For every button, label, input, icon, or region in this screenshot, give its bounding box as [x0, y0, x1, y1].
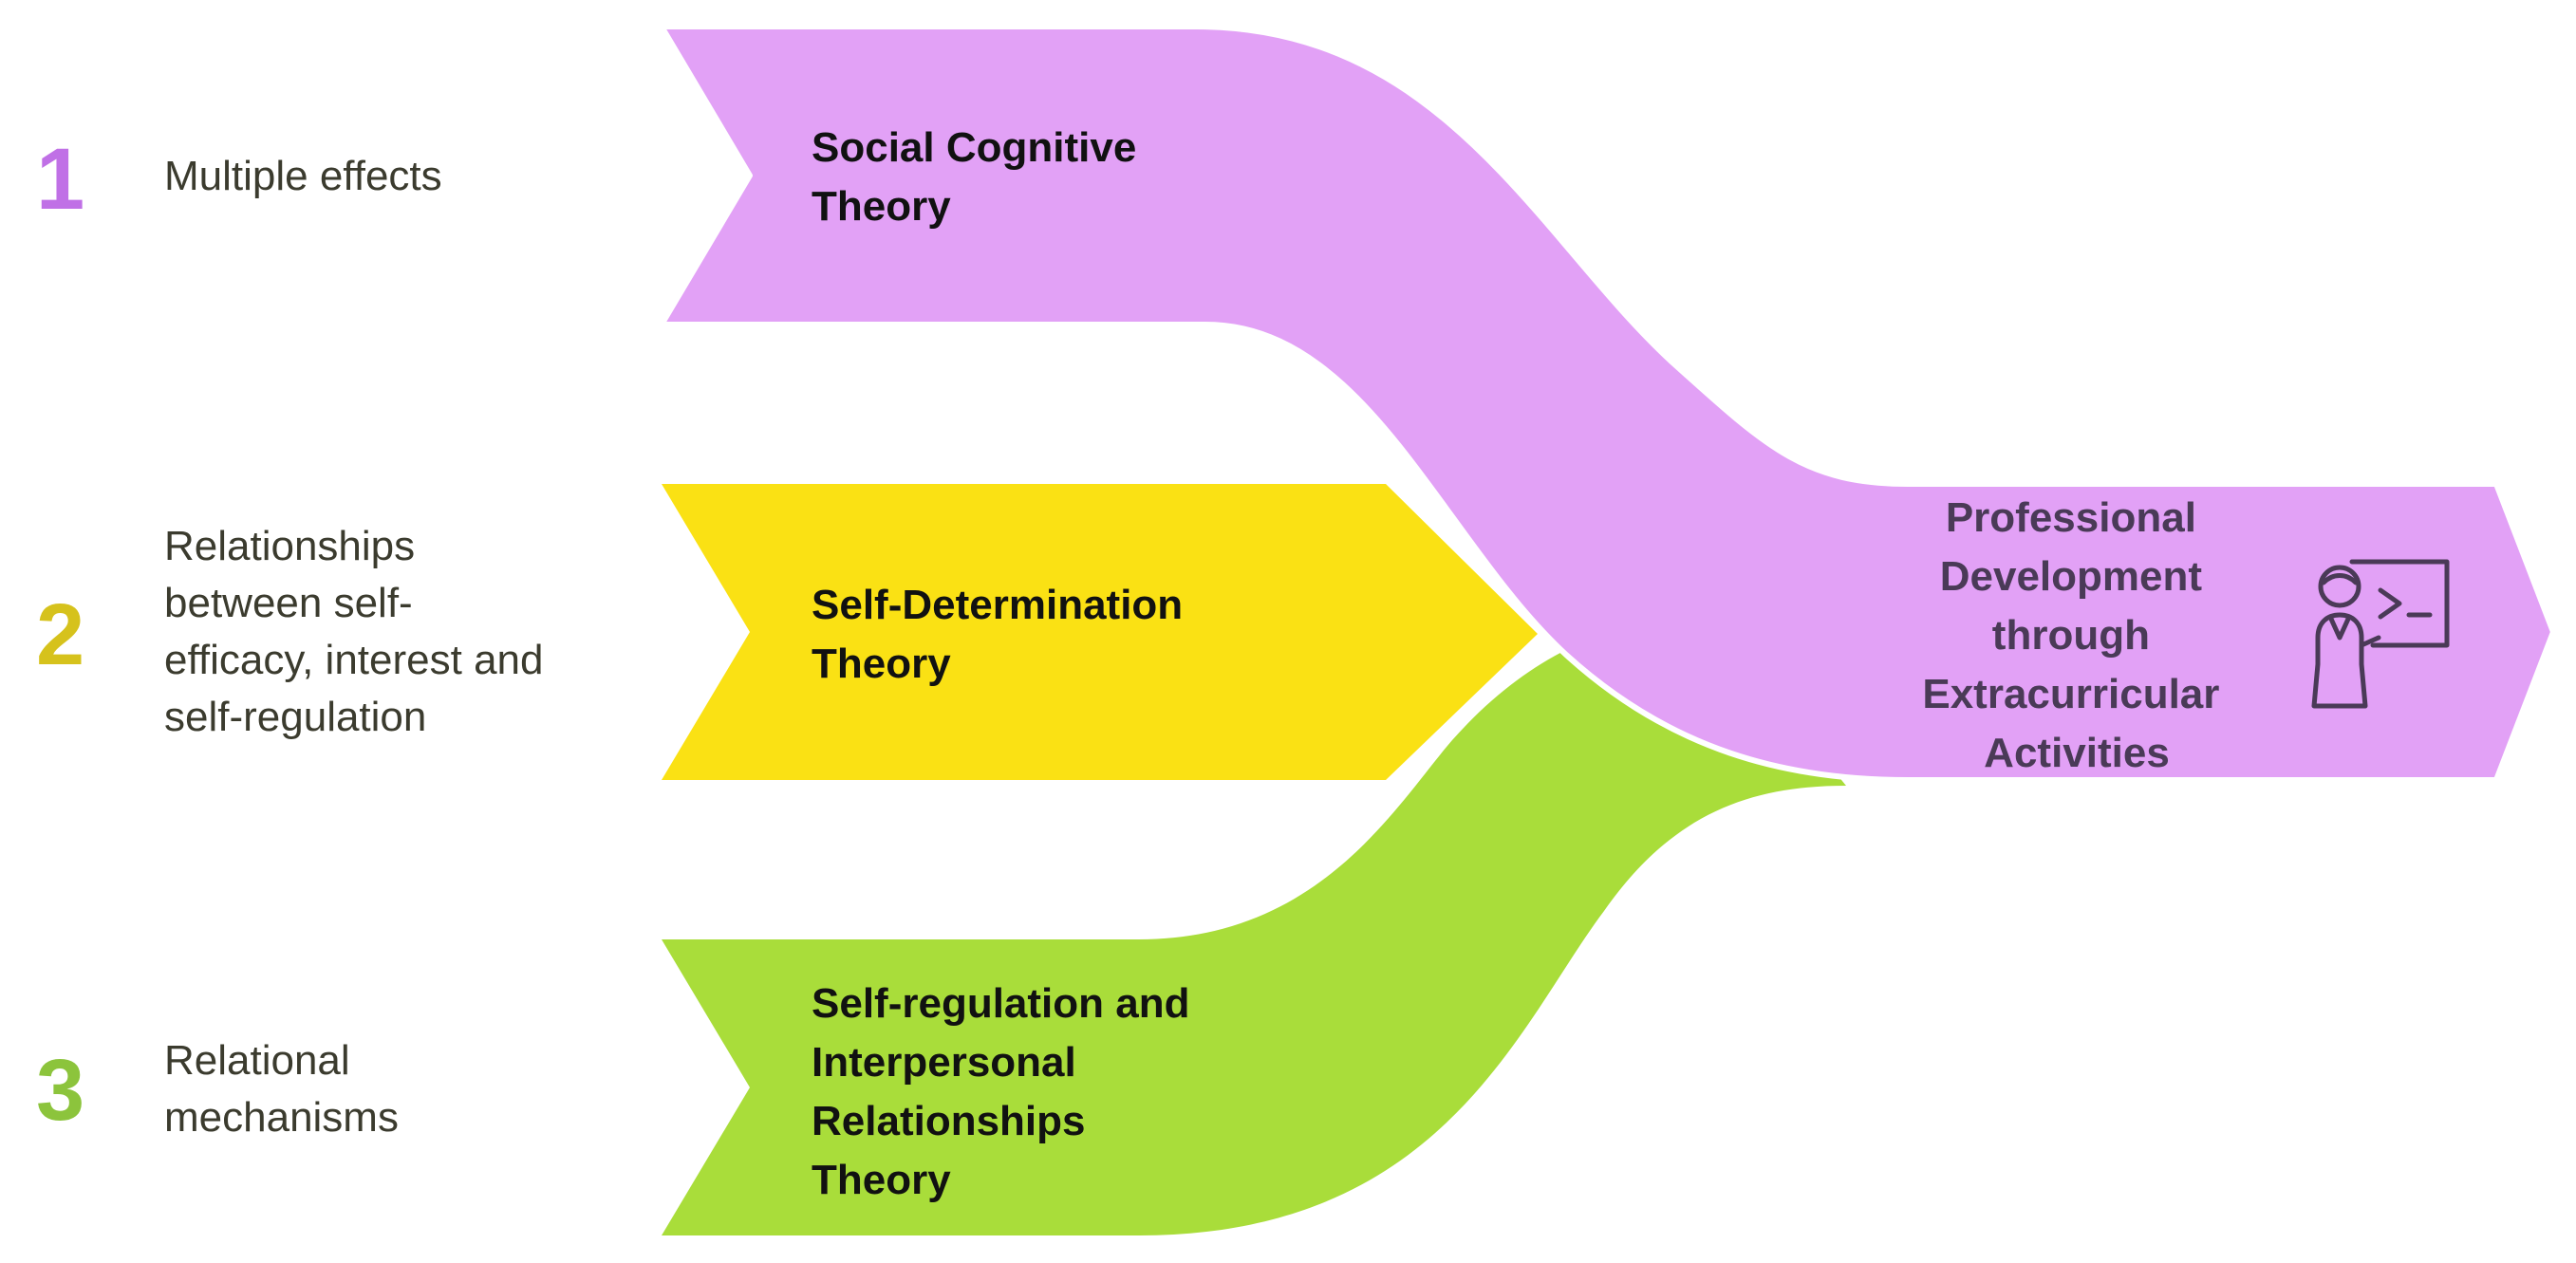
step-number-2: 2: [36, 586, 84, 683]
target-label: Professional Development through Extracu…: [1922, 494, 2231, 776]
side-label-2: Relationships between self- efficacy, in…: [164, 523, 555, 740]
theory-label-social-cognitive: Social Cognitive Theory: [812, 124, 1148, 230]
theory-label-self-determination: Self-Determination Theory: [812, 582, 1194, 687]
band-self-determination: [662, 484, 1538, 780]
step-number-3: 3: [36, 1042, 84, 1139]
teacher-presenting-icon: [2311, 559, 2450, 709]
side-label-1: Multiple effects: [164, 153, 442, 199]
band-self-regulation: [662, 617, 1846, 1235]
step-number-1: 1: [36, 131, 84, 228]
side-label-3: Relational mechanisms: [164, 1037, 399, 1141]
theory-label-self-regulation: Self-regulation and Interpersonal Relati…: [812, 980, 1202, 1203]
band-social-cognitive: [659, 24, 2556, 783]
